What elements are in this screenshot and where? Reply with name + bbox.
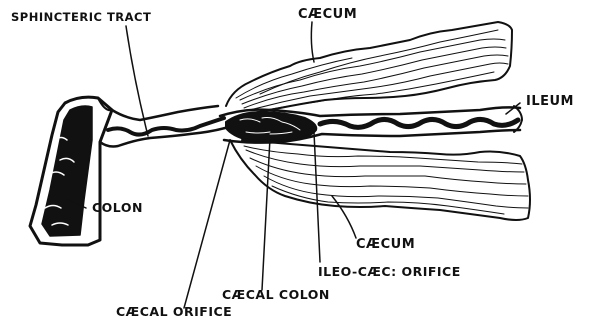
caecal-colon-mass xyxy=(226,112,316,141)
label-caecum-top: CÆCUM xyxy=(298,8,357,21)
sphincteric-tract-segment xyxy=(98,98,225,147)
caecum-lower xyxy=(230,140,530,220)
leader-caecal-orifice xyxy=(184,140,230,308)
label-ileum: ILEUM xyxy=(526,95,574,108)
label-colon: COLON xyxy=(92,202,143,215)
label-sphincteric-tract: SPHINCTERIC TRACT xyxy=(11,12,151,24)
leader-caecum-top xyxy=(311,22,314,62)
label-caecum-bottom: CÆCUM xyxy=(356,238,415,251)
label-ileo-caec-orifice: ILEO-CÆC: ORIFICE xyxy=(318,266,461,279)
label-caecal-colon: CÆCAL COLON xyxy=(222,289,330,302)
leader-ileo-caec xyxy=(314,132,320,262)
label-caecal-orifice: CÆCAL ORIFICE xyxy=(116,306,232,319)
leader-caecal-colon xyxy=(262,138,270,290)
caecum-upper xyxy=(226,22,512,116)
colon-segment xyxy=(30,97,112,245)
